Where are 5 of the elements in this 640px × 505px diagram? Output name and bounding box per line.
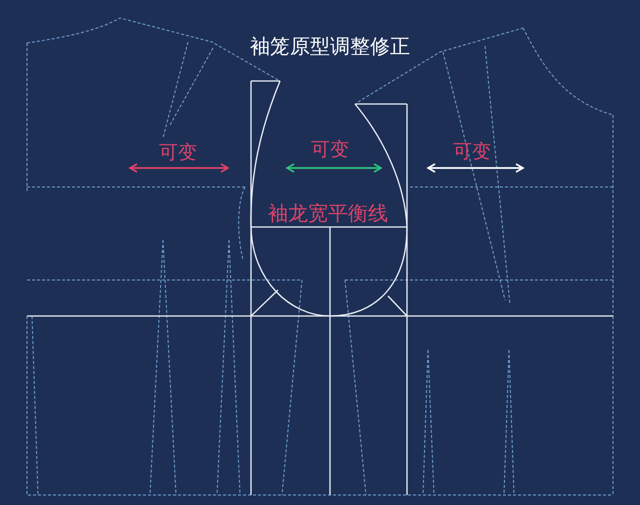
title: 袖笼原型调整修正 bbox=[250, 36, 410, 56]
balance-line-label: 袖龙宽平衡线 bbox=[268, 203, 388, 223]
variable-label: 可变 bbox=[311, 140, 349, 160]
variable-label: 可变 bbox=[159, 144, 197, 162]
variable-label: 可变 bbox=[453, 142, 491, 162]
